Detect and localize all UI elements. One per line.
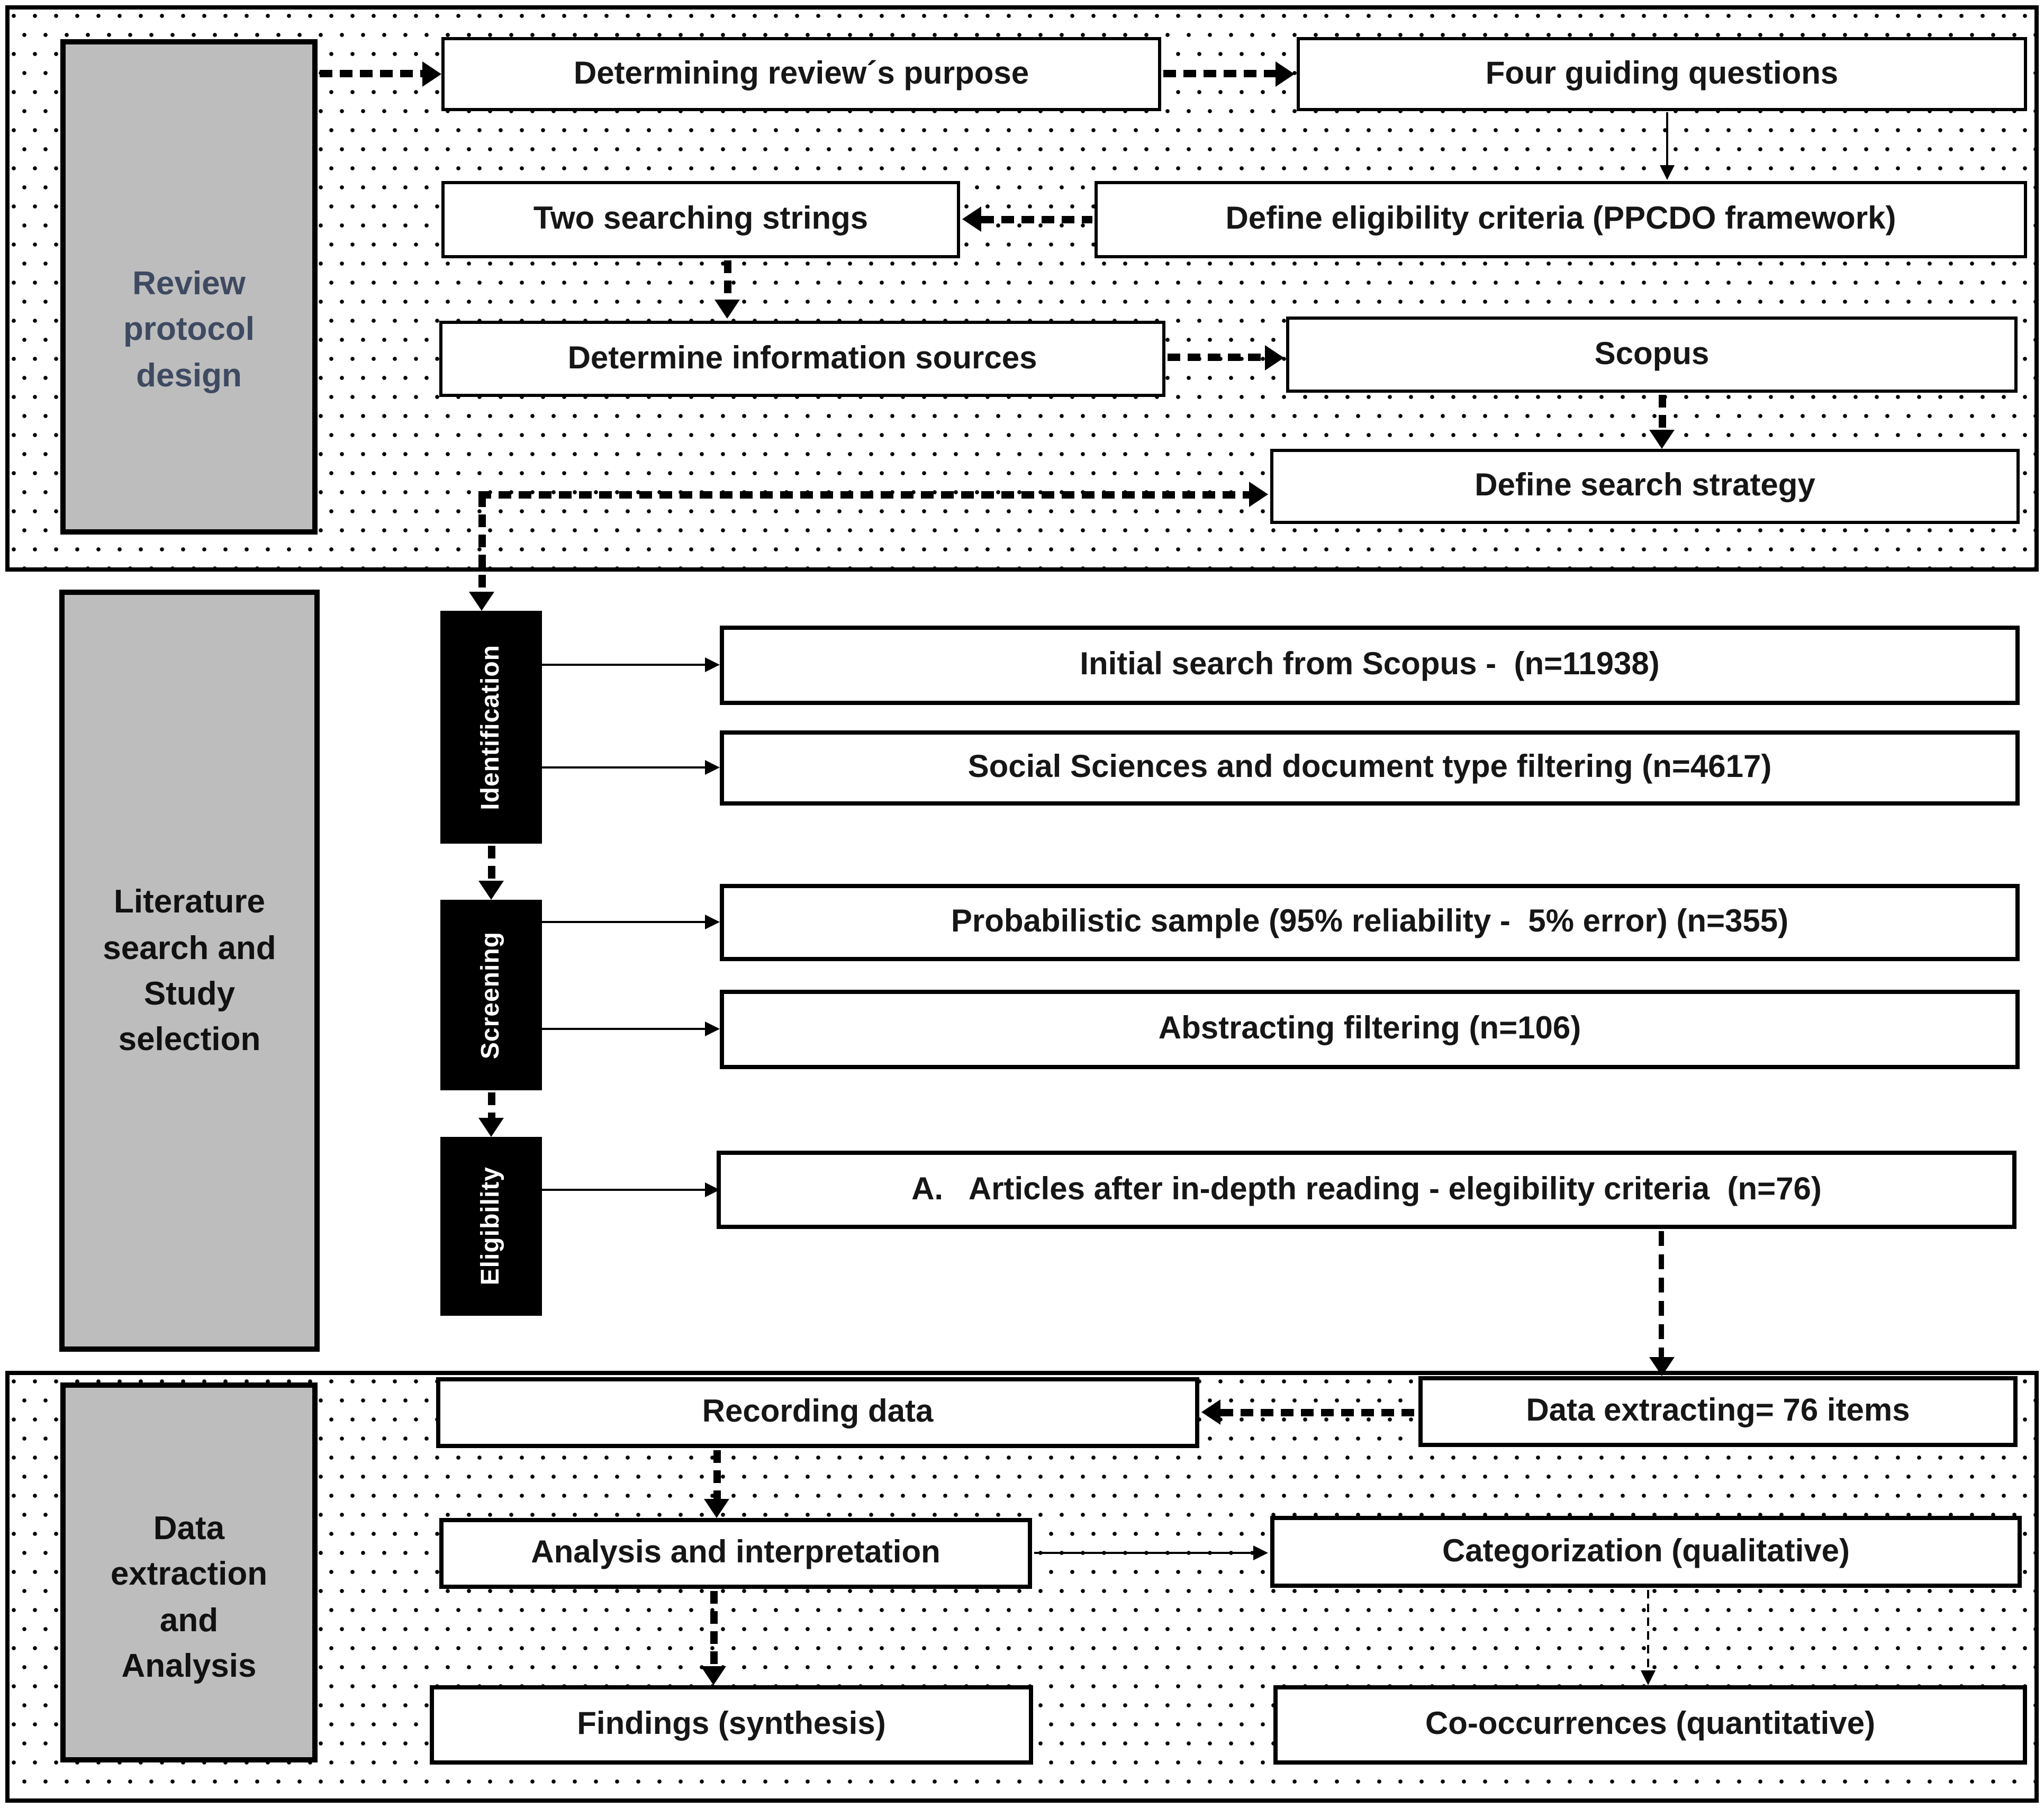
- box-initial-search: Initial search from Scopus - (n=11938): [720, 626, 2020, 705]
- arrow-categorization-to-cooccurrences: [1647, 1590, 1649, 1670]
- arrow-analysis-to-findings-head: [701, 1666, 726, 1685]
- arrow-analysis-to-findings: [710, 1591, 718, 1666]
- arrow-identification-to-screening-head: [478, 881, 504, 900]
- phase-eligibility: Eligibility: [440, 1137, 542, 1316]
- box-two-strings: Two searching strings: [441, 181, 960, 258]
- box-co-occurrences: Co-occurrences (quantitative): [1273, 1685, 2027, 1765]
- arrow-eligibility-to-articles: [542, 1189, 705, 1191]
- box-abstract-filtering: Abstracting filtering (n=106): [720, 990, 2020, 1069]
- phase-eligibility-text: Eligibility: [476, 1167, 505, 1286]
- phase-screening-text: Screening: [476, 931, 505, 1059]
- arrow-label-to-purpose-head: [422, 61, 441, 87]
- box-search-strategy: Define search strategy: [1270, 449, 2020, 524]
- arrow-recording-to-analysis-head: [704, 1499, 729, 1518]
- data-extraction-label: Data extraction and Analysis: [60, 1382, 318, 1762]
- arrow-identification-to-screening: [488, 846, 495, 881]
- arrow-questions-to-criteria-head: [1660, 165, 1675, 180]
- arrow-criteria-to-strings: [981, 216, 1092, 223]
- arrow-eligibility-to-articles-head: [705, 1182, 720, 1197]
- arrow-identification-to-initial: [542, 664, 705, 666]
- arrow-strings-to-sources-head: [715, 300, 740, 319]
- arrow-screening-to-sample-head: [705, 915, 720, 929]
- box-scopus: Scopus: [1286, 317, 2018, 393]
- literature-search-label-text: Literature search and Study selection: [103, 883, 276, 1058]
- arrow-recording-to-analysis: [713, 1450, 721, 1499]
- review-protocol-label-text: Review protocol design: [123, 264, 255, 394]
- arrow-identification-to-initial-head: [705, 657, 720, 672]
- arrow-categorization-to-cooccurrences-head: [1641, 1670, 1656, 1685]
- arrow-screening-to-sample: [542, 921, 705, 923]
- arrow-scopus-to-strategy: [1659, 395, 1666, 430]
- phase-identification-text: Identification: [476, 644, 505, 810]
- box-info-sources: Determine information sources: [439, 321, 1165, 397]
- arrow-extracting-to-recording: [1220, 1409, 1416, 1416]
- box-categorization: Categorization (qualitative): [1270, 1516, 2022, 1588]
- connector-to-identification-head: [469, 592, 494, 611]
- box-determining-purpose: Determining review´s purpose: [441, 37, 1161, 111]
- box-analysis-interpretation: Analysis and interpretation: [439, 1518, 1032, 1589]
- arrow-screening-to-abstract-head: [705, 1021, 720, 1036]
- arrow-screening-to-eligibility-head: [478, 1118, 504, 1137]
- arrow-questions-to-criteria: [1666, 112, 1668, 165]
- connector-to-strategy-head: [1249, 482, 1268, 507]
- arrow-sources-to-scopus: [1168, 354, 1265, 361]
- arrow-label-to-purpose: [320, 70, 422, 77]
- section-literature-search: [5, 576, 2039, 1367]
- arrow-strings-to-sources: [724, 260, 731, 300]
- connector-to-identification: [478, 494, 486, 592]
- box-findings: Findings (synthesis): [430, 1685, 1033, 1765]
- box-recording-data: Recording data: [436, 1377, 1199, 1448]
- connector-to-strategy: [478, 491, 1249, 499]
- box-data-extracting: Data extracting= 76 items: [1418, 1376, 2018, 1447]
- arrow-analysis-to-categorization-head: [1253, 1545, 1268, 1560]
- arrow-screening-to-eligibility: [488, 1092, 495, 1118]
- arrow-scopus-to-strategy-head: [1649, 430, 1675, 449]
- arrow-criteria-to-strings-head: [962, 206, 981, 232]
- box-social-filtering: Social Sciences and document type filter…: [720, 730, 2020, 806]
- literature-search-label: Literature search and Study selection: [59, 590, 320, 1352]
- phase-identification: Identification: [440, 611, 542, 844]
- phase-screening: Screening: [440, 900, 542, 1090]
- box-articles-in-depth: A. Articles after in-depth reading - ele…: [717, 1151, 2016, 1229]
- arrow-identification-to-social-head: [705, 760, 720, 775]
- data-extraction-label-text: Data extraction and Analysis: [110, 1509, 268, 1684]
- arrow-screening-to-abstract: [542, 1028, 705, 1030]
- arrow-purpose-to-questions: [1163, 70, 1276, 77]
- box-eligibility-criteria: Define eligibility criteria (PPCDO frame…: [1095, 181, 2027, 258]
- arrow-purpose-to-questions-head: [1276, 61, 1295, 87]
- box-probabilistic-sample: Probabilistic sample (95% reliability - …: [720, 884, 2020, 961]
- box-four-questions: Four guiding questions: [1297, 37, 2027, 111]
- arrow-articles-to-extracting-head: [1649, 1357, 1675, 1376]
- arrow-analysis-to-categorization: [1034, 1552, 1253, 1554]
- arrow-articles-to-extracting: [1659, 1231, 1664, 1357]
- arrow-extracting-to-recording-head: [1201, 1399, 1220, 1425]
- arrow-sources-to-scopus-head: [1265, 345, 1284, 370]
- arrow-identification-to-social: [542, 766, 705, 769]
- review-protocol-label: Review protocol design: [60, 39, 318, 535]
